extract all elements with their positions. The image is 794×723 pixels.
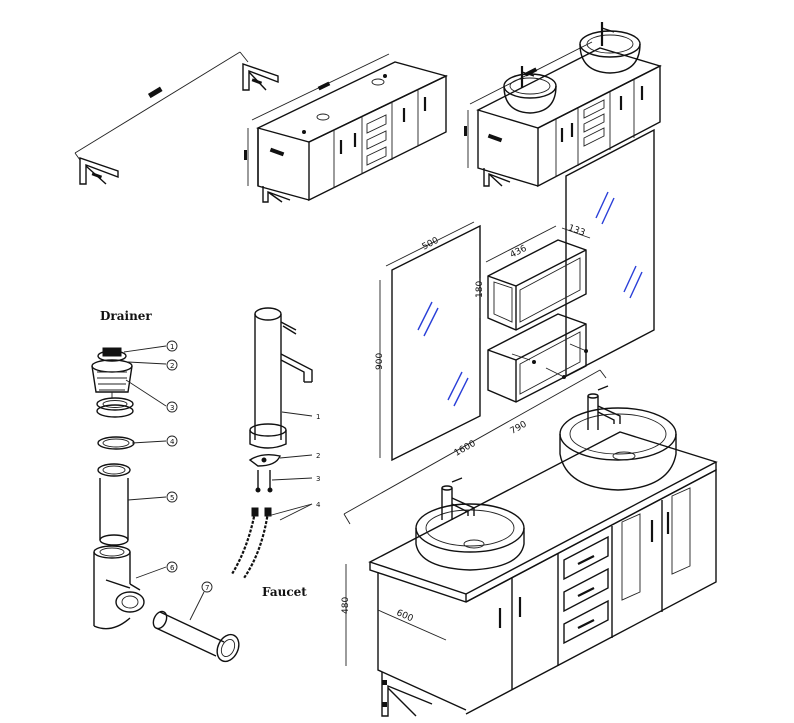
faucet-callout-1: 1 [316, 413, 320, 421]
shelf-units: 436 133 180 [475, 223, 591, 403]
drainer-title: Drainer [100, 309, 152, 323]
faucet-callout-4: 4 [316, 501, 321, 509]
vanity-top-label: 790 [509, 420, 529, 437]
svg-text:2: 2 [170, 362, 174, 370]
shelf-width-label: 436 [509, 244, 529, 261]
svg-text:1: 1 [170, 343, 174, 351]
drainer-callout-7: 7 [201, 581, 213, 593]
vanity-length-label: 1600 [453, 439, 478, 459]
vanity-main: 1600 790 480 600 [341, 369, 718, 717]
svg-text:4: 4 [170, 438, 175, 446]
svg-text:6: 6 [170, 564, 175, 572]
cabinet-small [244, 53, 448, 203]
drainer-callout-5: 5 [166, 491, 178, 503]
shelf-height-label: 180 [475, 281, 485, 298]
mirror-large [565, 128, 655, 378]
shelf-depth-label: 133 [567, 223, 587, 238]
mirror-front: 500 900 [375, 221, 481, 462]
cabinet-double-sink-small [464, 22, 662, 188]
mirror-height-label: 900 [375, 353, 385, 370]
faucet-title: Faucet [262, 585, 307, 599]
faucet-callout-2: 2 [316, 452, 320, 460]
vanity-height-label: 480 [341, 597, 351, 614]
drainer-callout-1: 1 [166, 340, 178, 352]
svg-text:5: 5 [170, 494, 174, 502]
drainer-assembly: Drainer [91, 309, 240, 663]
drainer-callout-4: 4 [166, 435, 178, 447]
svg-text:7: 7 [205, 584, 209, 592]
drainer-callout-2: 2 [166, 359, 178, 371]
drainer-callout-6: 6 [166, 561, 178, 573]
bracket-dimension-group [74, 51, 279, 185]
svg-text:3: 3 [170, 404, 174, 412]
faucet-callout-3: 3 [316, 475, 320, 483]
faucet-assembly: 1 2 3 4 Faucet [231, 307, 321, 599]
drainer-callout-3: 3 [166, 401, 178, 413]
